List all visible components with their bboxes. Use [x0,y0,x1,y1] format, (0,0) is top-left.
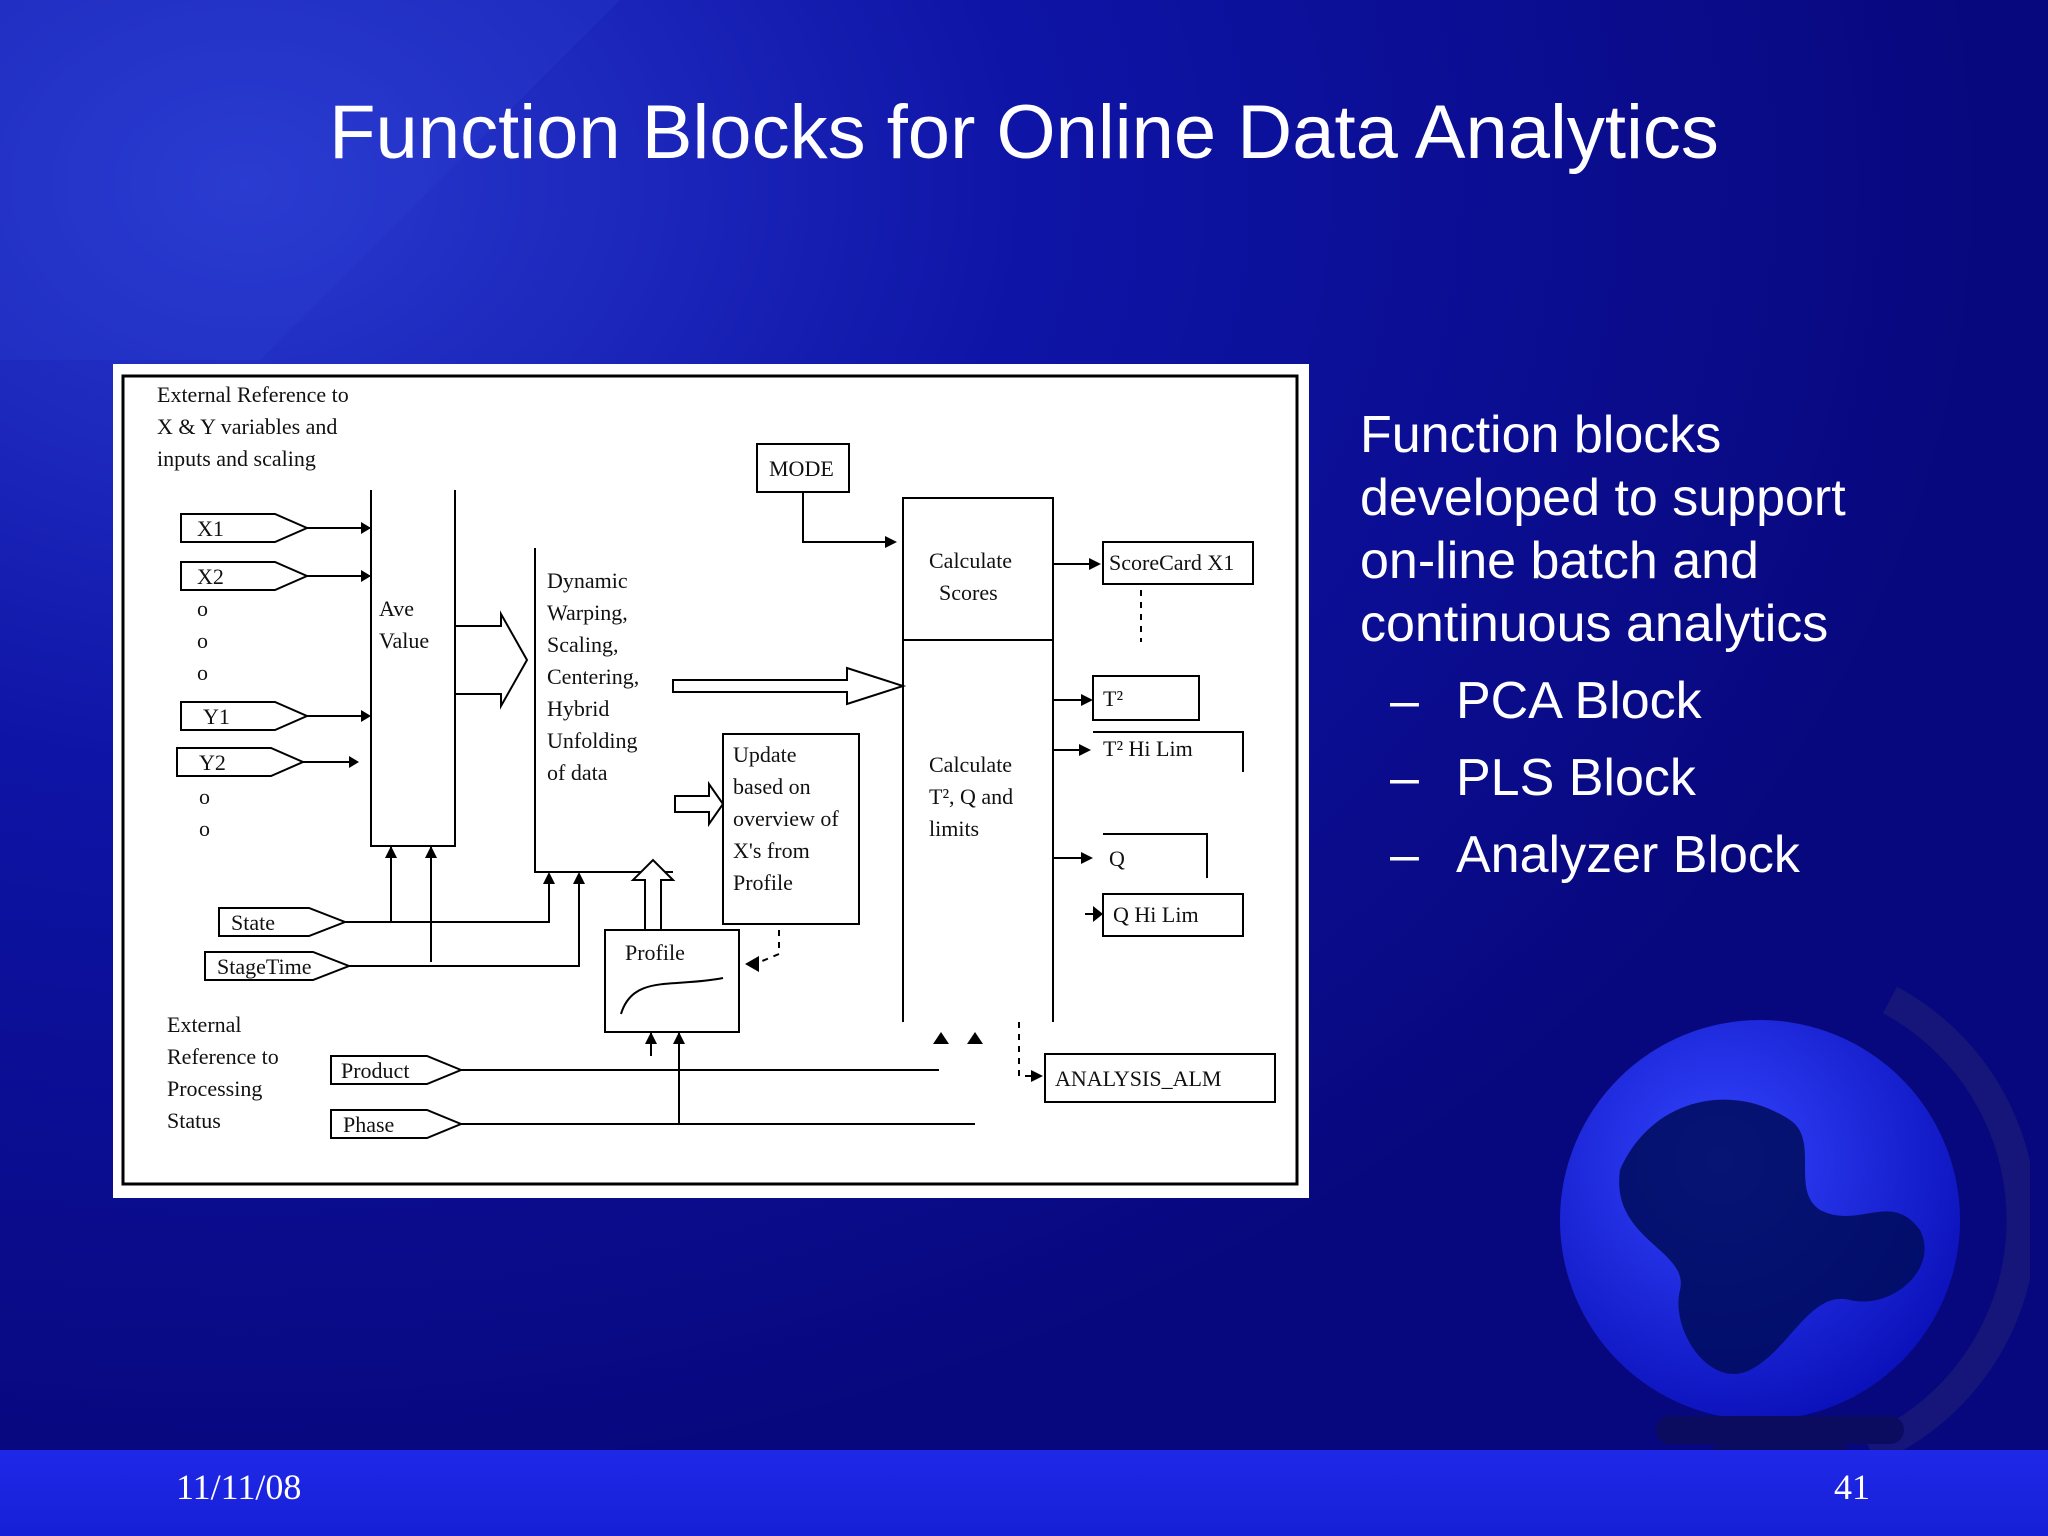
product-tag: Product [330,1055,939,1085]
bullet-dash: – [1390,672,1419,730]
svg-text:limits: limits [929,816,979,841]
output-scorecard: ScoreCard X1 [1053,541,1254,642]
ext-ref-proc-line-1: External [167,1012,242,1037]
slide-title: Function Blocks for Online Data Analytic… [329,90,1719,175]
svg-text:Warping,: Warping, [547,600,628,625]
svg-text:Calculate: Calculate [929,548,1012,573]
function-block-diagram: External Reference to X & Y variables an… [113,364,1309,1198]
footer-date: 11/11/08 [176,1467,302,1507]
output-t2: T² [1053,675,1200,721]
bullet-label: Analyzer Block [1456,826,1800,884]
svg-text:based on: based on [733,774,811,799]
footer-bar [0,1450,2048,1536]
svg-text:overview of: overview of [733,806,839,831]
svg-text:Scaling,: Scaling, [547,632,619,657]
output-q: Q [1053,833,1208,878]
svg-text:X's from: X's from [733,838,810,863]
svg-text:State: State [231,910,275,935]
input-tag-x1: X1 [180,513,371,543]
svg-text:ScoreCard X1: ScoreCard X1 [1109,550,1234,575]
arrow-warping-to-update [674,780,725,828]
lead-paragraph: Function blocks developed to support on-… [1360,404,2000,656]
ext-ref-xy-line-1: External Reference to [157,382,349,407]
svg-text:MODE: MODE [769,456,834,481]
svg-text:StageTime: StageTime [217,954,312,979]
calculate-scores-block: Calculate Scores [902,497,1054,641]
svg-text:ANALYSIS_ALM: ANALYSIS_ALM [1055,1066,1221,1091]
svg-text:Y1: Y1 [203,704,230,729]
input-tag-x2: X2 [180,561,371,591]
input-continuation-1: o [197,596,208,621]
footer-page-number: 41 [1834,1467,1870,1507]
calculate-t2-block: Calculate T², Q and limits [902,640,1054,1022]
svg-text:Update: Update [733,742,797,767]
svg-text:Profile: Profile [625,940,685,965]
svg-text:Ave: Ave [379,596,414,621]
svg-text:Phase: Phase [343,1112,394,1137]
svg-text:Centering,: Centering, [547,664,639,689]
svg-text:Unfolding: Unfolding [547,728,637,753]
svg-text:Profile: Profile [733,870,793,895]
svg-text:Y2: Y2 [199,750,226,775]
lead-line-4: continuous analytics [1360,595,1829,653]
ext-ref-proc-line-3: Processing [167,1076,262,1101]
bullet-analyzer: –Analyzer Block [1360,824,2000,887]
ext-ref-xy-line-3: inputs and scaling [157,446,316,471]
svg-text:T² Hi Lim: T² Hi Lim [1103,736,1193,761]
svg-text:X1: X1 [197,516,224,541]
input-continuation-4: o [199,784,210,809]
svg-text:Q Hi Lim: Q Hi Lim [1113,902,1199,927]
bullet-label: PCA Block [1456,672,1702,730]
input-continuation-5: o [199,816,210,841]
diagram-border [121,374,1299,1186]
output-q-hi-lim: Q Hi Lim [1085,893,1244,937]
arrow-warping-to-calculate [672,666,907,706]
svg-text:of data: of data [547,760,608,785]
lead-line-1: Function blocks [1360,406,1722,464]
svg-text:Product: Product [341,1058,409,1083]
output-analysis-alm: ANALYSIS_ALM [933,1022,1276,1103]
svg-text:Dynamic: Dynamic [547,568,628,593]
mode-tag: MODE [756,443,897,548]
svg-text:T²: T² [1103,686,1123,711]
bullet-label: PLS Block [1456,749,1696,807]
phase-tag: Phase [330,1109,975,1139]
svg-text:Value: Value [379,628,429,653]
svg-text:T², Q and: T², Q and [929,784,1013,809]
lead-line-2: developed to support [1360,469,1846,527]
ext-ref-xy-line-2: X & Y variables and [157,414,337,439]
lead-line-3: on-line batch and [1360,532,1759,590]
right-bullet-panel: Function blocks developed to support on-… [1360,404,2000,887]
ext-ref-proc-line-2: Reference to [167,1044,279,1069]
svg-text:Scores: Scores [939,580,998,605]
stagetime-tag: StageTime [204,846,585,981]
dynamic-warping-block: Dynamic Warping, Scaling, Centering, Hyb… [534,548,673,873]
update-block: Update based on overview of X's from Pro… [722,733,860,925]
state-tag: State [218,846,555,937]
globe-icon [1560,986,2030,1480]
diagram-canvas: External Reference to X & Y variables an… [121,374,1299,1186]
bullet-dash: – [1390,749,1419,807]
svg-text:X2: X2 [197,564,224,589]
ave-value-block: Ave Value [370,490,456,847]
input-tag-y2: Y2 [176,747,359,777]
svg-text:Q: Q [1109,846,1125,871]
input-tag-y1: Y1 [180,701,371,731]
bullet-pca: –PCA Block [1360,670,2000,733]
bullet-dash: – [1390,826,1419,884]
profile-block: Profile [604,858,780,1124]
bullet-pls: –PLS Block [1360,747,2000,810]
arrow-ave-to-warping [454,610,529,710]
input-continuation-2: o [197,628,208,653]
svg-text:Calculate: Calculate [929,752,1012,777]
output-t2-hi-lim: T² Hi Lim [1053,731,1244,772]
input-continuation-3: o [197,660,208,685]
svg-text:Hybrid: Hybrid [547,696,609,721]
ext-ref-proc-line-4: Status [167,1108,221,1133]
